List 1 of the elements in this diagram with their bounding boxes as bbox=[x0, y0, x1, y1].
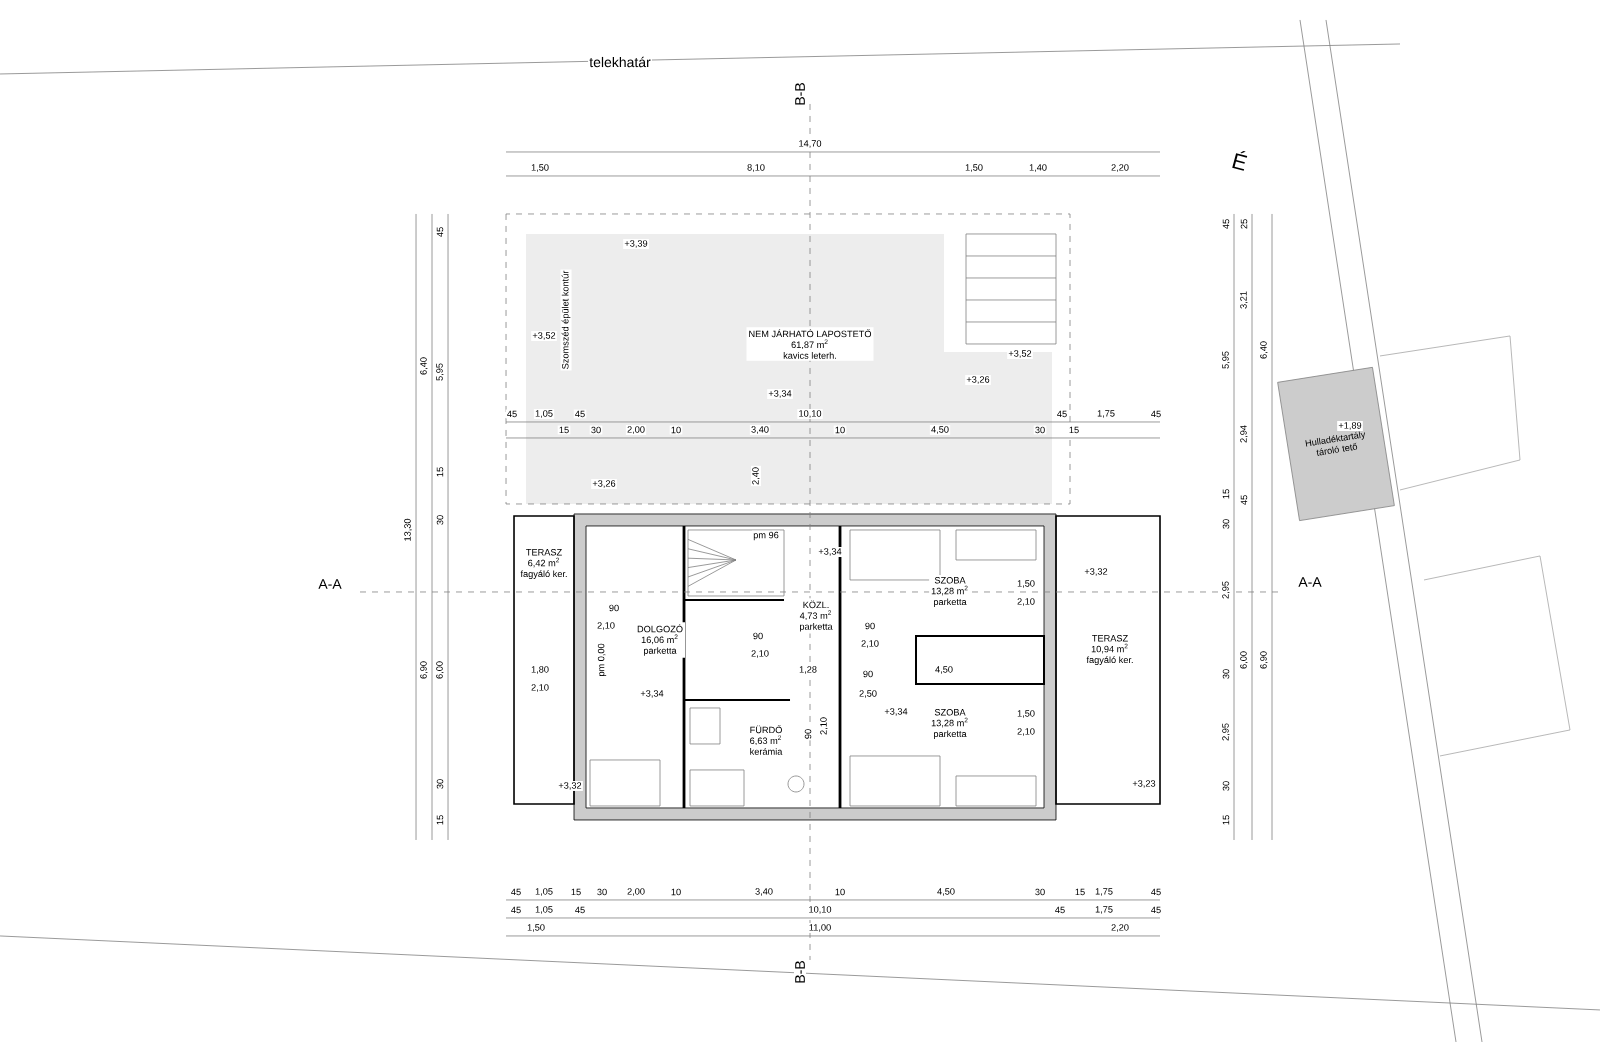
north-mark: É bbox=[1229, 147, 1252, 173]
